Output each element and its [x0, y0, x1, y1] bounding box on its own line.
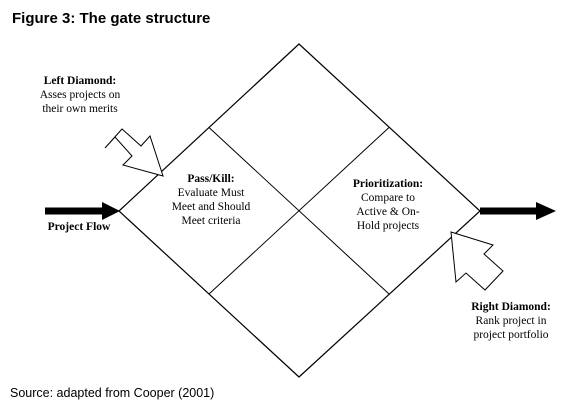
prioritization-line-1: Compare to [361, 192, 415, 204]
right-diamond-line-2: project portfolio [473, 329, 548, 341]
left-diamond-heading: Left Diamond: [44, 75, 117, 87]
right-diamond-line-1: Rank project in [476, 315, 547, 327]
prioritization-line-2: Active & On- [356, 206, 419, 218]
project-flow-out-arrow [480, 202, 556, 220]
pass-kill-heading: Pass/Kill: [187, 173, 234, 185]
left-diamond-line-2: their own merits [42, 103, 118, 115]
project-flow-label: Project Flow [48, 221, 111, 233]
gate-divider-right-diagonal [208, 127, 390, 295]
right-diamond-heading: Right Diamond: [471, 301, 551, 313]
figure-title: Figure 3: The gate structure [12, 10, 211, 27]
left-diamond-pointer-arrow [104, 128, 164, 177]
pass-kill-line-2: Meet and Should [172, 201, 251, 213]
prioritization-heading: Prioritization: [353, 178, 423, 190]
prioritization-line-3: Hold projects [357, 220, 420, 232]
pass-kill-line-1: Evaluate Must [178, 187, 246, 199]
project-flow-in-arrow [45, 202, 120, 220]
right-diamond-pointer-arrow [450, 231, 504, 291]
figure-source-note: Source: adapted from Cooper (2001) [10, 386, 215, 400]
left-diamond-line-1: Asses projects on [40, 89, 121, 101]
pass-kill-line-3: Meet criteria [181, 215, 240, 227]
